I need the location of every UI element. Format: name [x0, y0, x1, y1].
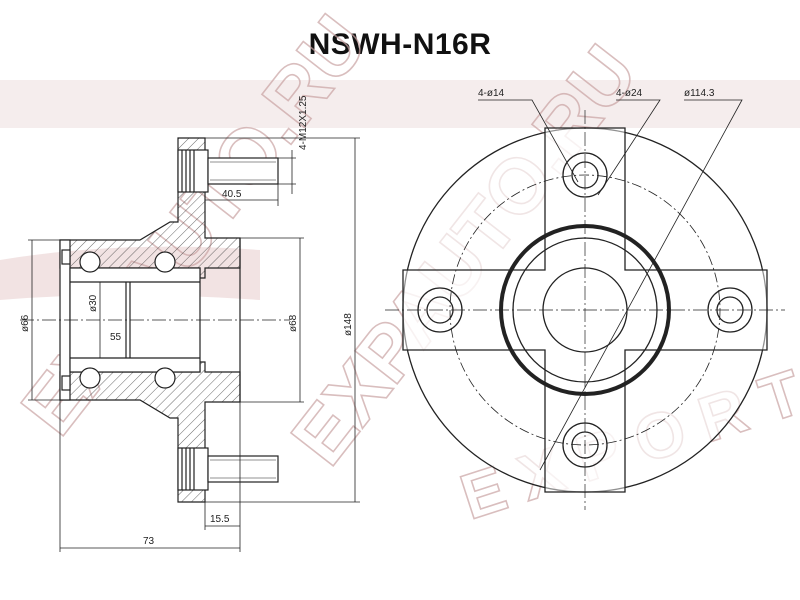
part-number-title: NSWH-N16R — [308, 28, 492, 61]
dim-flange-thickness: 15.5 — [210, 514, 230, 525]
dim-stud-length: 40.5 — [222, 189, 242, 200]
dim-bearing-width: 55 — [110, 332, 122, 343]
bearing-ball — [79, 367, 101, 389]
wheel-stud-upper — [177, 149, 279, 193]
dim-pilot-dia: ø68 — [288, 314, 299, 332]
front-dimensions — [478, 99, 743, 471]
dim-outer-dia-left: ø66 — [20, 314, 31, 332]
front-dimension-labels: 4-ø14 4-ø24 ø114.3 — [478, 88, 715, 99]
bearing-ball — [79, 251, 101, 273]
watermark-band-top — [0, 80, 800, 128]
side-section-view — [20, 137, 290, 503]
bearing-ball — [154, 367, 176, 389]
dim-overall-length: 73 — [143, 536, 155, 547]
dim-stud-thread: 4-M12X1.25 — [298, 95, 309, 150]
bearing-ball — [154, 251, 176, 273]
dim-bore-dia: ø30 — [88, 294, 99, 312]
side-dimensions — [28, 137, 360, 552]
dim-hole-large: 4-ø24 — [616, 88, 643, 99]
wheel-stud-lower — [177, 447, 279, 491]
dim-pcd: ø114.3 — [684, 88, 715, 99]
side-dimension-labels: 4-M12X1.25 40.5 ø30 55 ø66 ø68 ø148 15.5… — [20, 95, 354, 547]
dim-flange-dia: ø148 — [343, 313, 354, 336]
dim-hole-small: 4-ø14 — [478, 88, 505, 99]
